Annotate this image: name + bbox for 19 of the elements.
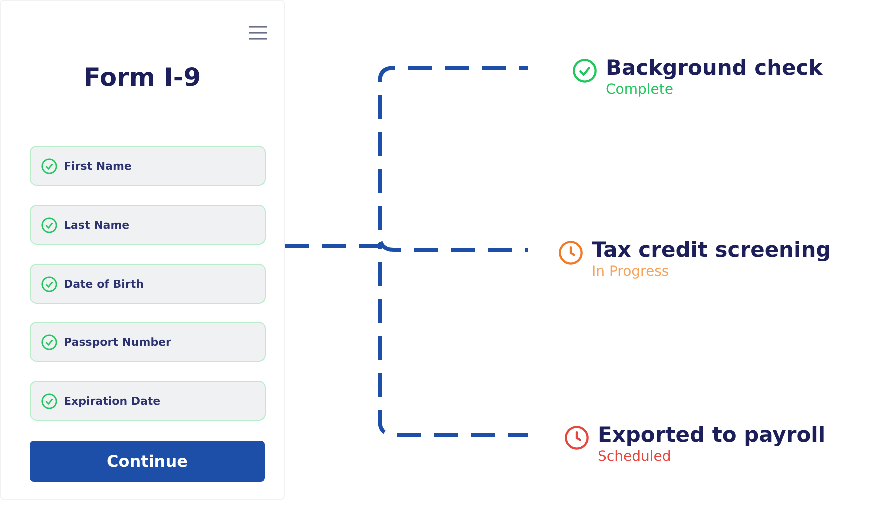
status-label: In Progress bbox=[592, 264, 670, 280]
field-label: Expiration Date bbox=[64, 394, 161, 408]
input-field bbox=[30, 322, 266, 362]
status-heading: Exported to payroll bbox=[598, 423, 826, 447]
field-label: First Name bbox=[64, 160, 132, 172]
input-field bbox=[30, 205, 266, 245]
submit-button: Continue bbox=[30, 441, 265, 482]
status-label: Scheduled bbox=[598, 449, 672, 465]
status-heading: Background check bbox=[606, 56, 823, 80]
input-field bbox=[30, 264, 266, 304]
input-field bbox=[30, 381, 266, 421]
field-label: Last Name bbox=[64, 218, 130, 232]
status-heading: Tax credit screening bbox=[592, 238, 832, 262]
form-title: Form I-9 bbox=[82, 63, 202, 92]
status-label: Complete bbox=[606, 82, 674, 98]
field-label: Passport Number bbox=[64, 336, 172, 348]
input-field bbox=[30, 146, 266, 186]
form-card bbox=[0, 0, 285, 500]
field-label: Date of Birth bbox=[64, 278, 144, 290]
